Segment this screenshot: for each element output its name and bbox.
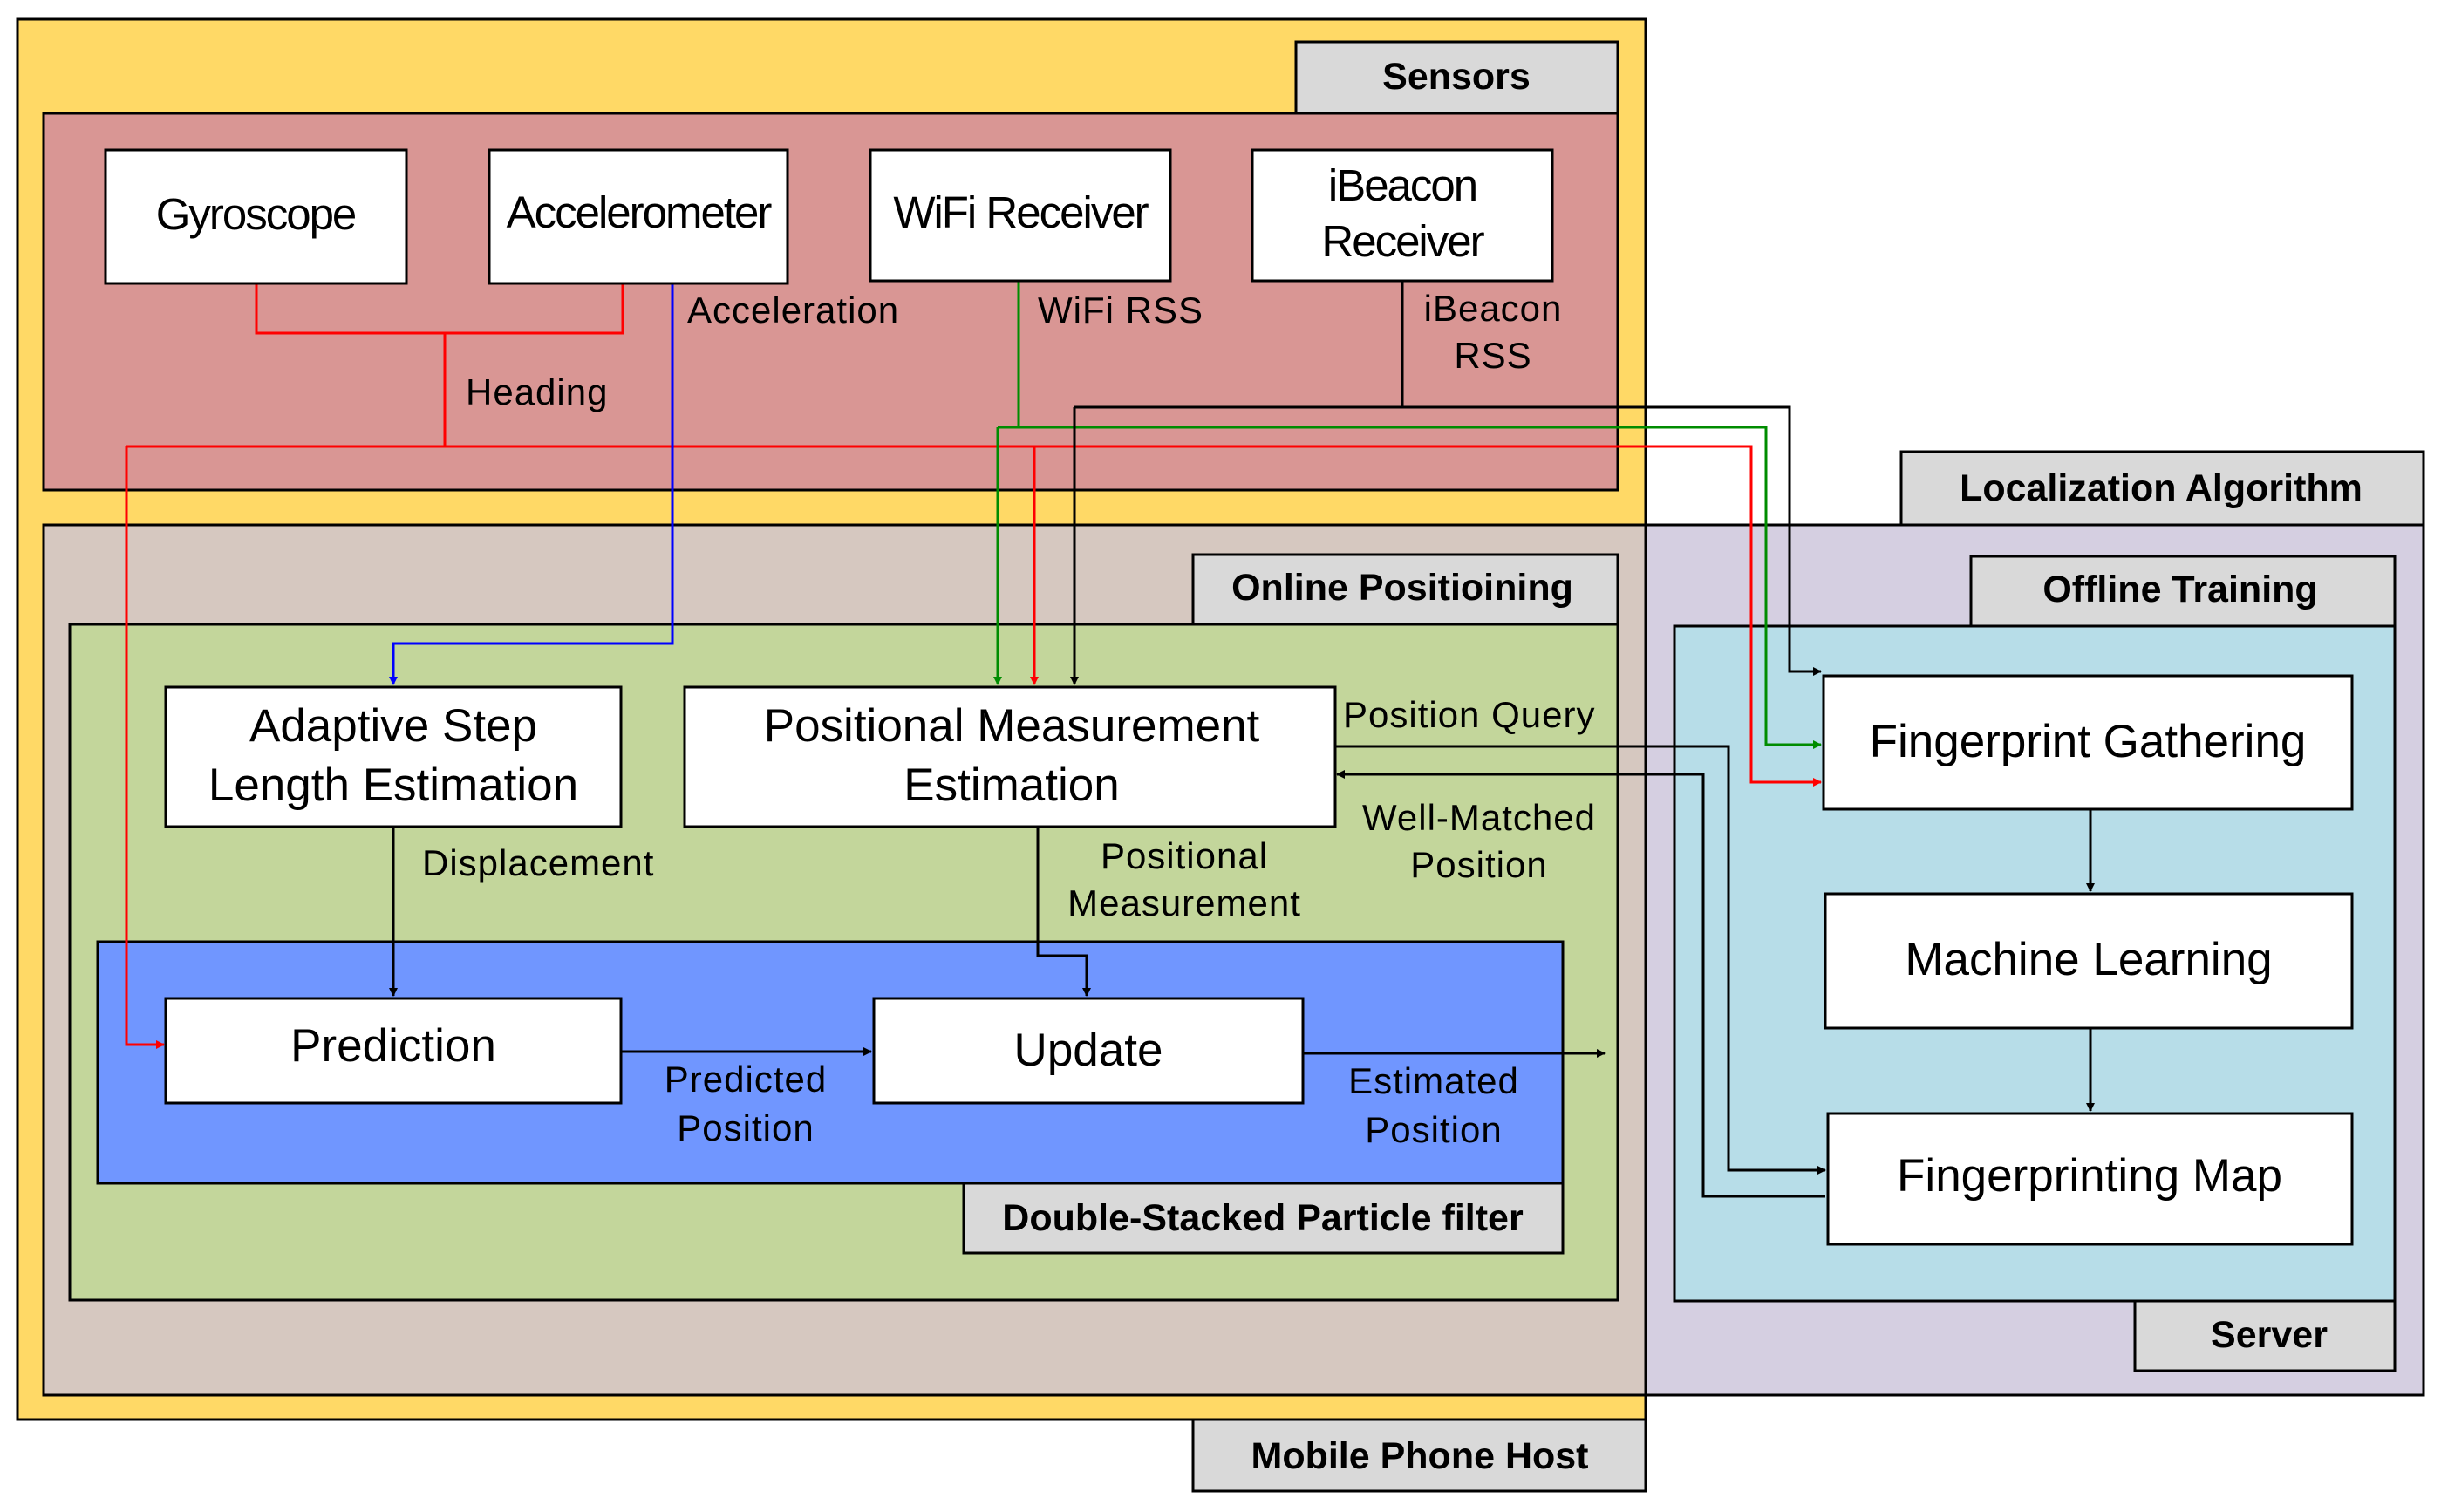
svg-text:Accelerometer: Accelerometer [507,187,773,237]
svg-text:Estimation: Estimation [903,759,1119,811]
wifi-rss-wires [993,281,1822,749]
ibeacon-rss-wires [1070,281,1822,685]
ibeacon-receiver-node: iBeacon Receiver [1251,148,1554,283]
svg-text:Fingerprint Gathering: Fingerprint Gathering [1870,716,2307,767]
prediction-node: Prediction [164,997,623,1105]
server-tab: Server [2133,1299,2397,1372]
predicted-position-label-line1: Predicted [665,1059,827,1100]
heading-label: Heading [466,371,608,412]
ibeacon-rss-label-line1: iBeacon [1424,288,1563,329]
acceleration-label: Acceleration [687,289,899,330]
svg-text:Positional Measurement: Positional Measurement [764,700,1260,752]
fingerprint-gathering-node: Fingerprint Gathering [1822,674,2354,811]
fingerprinting-map-node: Fingerprinting Map [1826,1112,2354,1246]
svg-text:Online Positioining: Online Positioining [1231,567,1573,609]
machine-learning-node: Machine Learning [1824,892,2354,1030]
acceleration-wire [389,283,674,685]
online-positioning-tab: Online Positioining [1191,553,1619,626]
offline-training-tab: Offline Training [1969,555,2397,628]
position-query-label: Position Query [1343,694,1595,735]
position-query-wire [1335,745,1826,1175]
svg-text:Receiver: Receiver [1321,216,1484,266]
well-matched-position-label-line1: Well-Matched [1362,797,1596,838]
svg-text:Adaptive Step: Adaptive Step [249,700,537,752]
estimated-position-label-line1: Estimated [1348,1060,1519,1101]
svg-text:Double-Stacked Particle filter: Double-Stacked Particle filter [1002,1197,1524,1239]
well-matched-position-wire [1336,770,1825,1198]
positional-measurement-label-line1: Positional [1101,835,1268,876]
positional-measurement-label-line2: Measurement [1067,882,1301,923]
svg-text:Fingerprinting Map: Fingerprinting Map [1897,1150,2282,1202]
wifi-rss-label: WiFi RSS [1038,289,1203,330]
well-matched-position-label-line2: Position [1410,844,1547,885]
svg-text:iBeacon: iBeacon [1328,160,1476,210]
step-length-estimation-node: Adaptive Step Length Estimation [164,685,623,828]
update-node: Update [872,997,1305,1105]
particle-filter-tab: Double-Stacked Particle filter [962,1182,1565,1255]
svg-text:Machine Learning: Machine Learning [1905,934,2272,985]
svg-text:Localization Algorithm: Localization Algorithm [1960,467,2363,509]
positional-measurement-wire [1036,827,1091,997]
wifi-receiver-node: WiFi Receiver [869,148,1172,283]
svg-text:Update: Update [1014,1025,1163,1076]
svg-text:Prediction: Prediction [290,1020,496,1072]
ibeacon-rss-label-line2: RSS [1454,335,1531,376]
estimated-position-label-line2: Position [1365,1109,1502,1150]
displacement-label: Displacement [422,842,654,883]
svg-text:Offline Training: Offline Training [2042,569,2317,610]
sensors-tab: Sensors [1294,40,1619,115]
svg-text:Gyroscope: Gyroscope [156,189,356,239]
svg-text:Sensors: Sensors [1382,56,1531,98]
predicted-position-label-line2: Position [677,1107,814,1148]
positional-measurement-estimation-node: Positional Measurement Estimation [683,685,1337,828]
svg-text:WiFi Receiver: WiFi Receiver [893,187,1149,237]
accelerometer-node: Accelerometer [488,148,789,285]
svg-text:Length Estimation: Length Estimation [208,759,578,811]
svg-text:Mobile Phone Host: Mobile Phone Host [1251,1435,1589,1477]
mobile-phone-host-tab: Mobile Phone Host [1191,1418,1647,1493]
heading-wires [125,283,1822,1049]
localization-algorithm-tab: Localization Algorithm [1899,450,2425,527]
gyroscope-node: Gyroscope [104,148,408,285]
svg-text:Server: Server [2211,1314,2328,1356]
